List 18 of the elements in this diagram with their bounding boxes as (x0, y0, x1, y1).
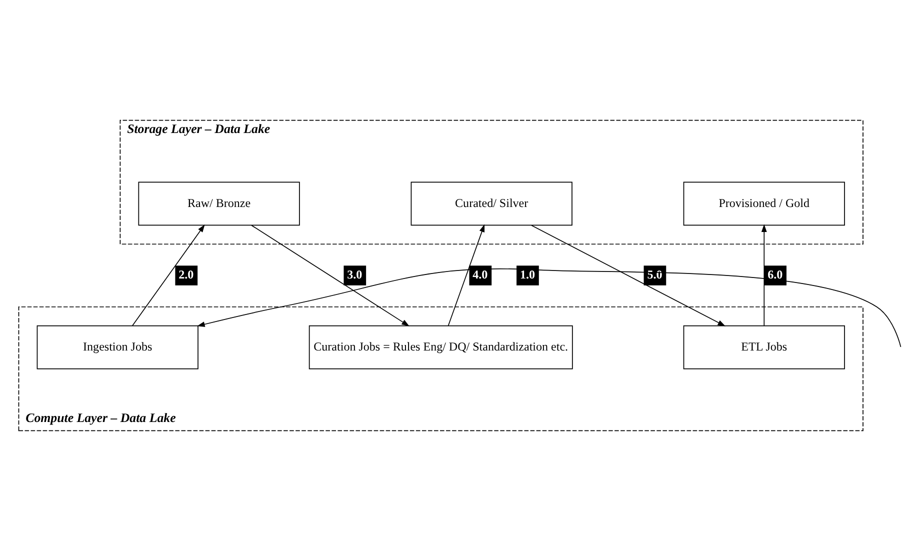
arrow (448, 224, 485, 326)
node-box: Curation Jobs = Rules Eng/ DQ/ Standardization etc. (308, 325, 573, 370)
arrow (531, 224, 726, 326)
node-box: Provisioned / Gold (683, 182, 845, 226)
node-box: Curated/ Silver (410, 182, 572, 226)
edge-label: 2.0 (178, 267, 194, 282)
arrow (132, 224, 205, 326)
arrow (761, 224, 767, 326)
edge-label: 5.0 (647, 267, 662, 282)
edge-label: 3.0 (347, 267, 362, 282)
edge-label: 6.0 (768, 267, 783, 282)
arrow (197, 268, 902, 348)
node-box: ETL Jobs (683, 325, 845, 370)
edge-label: 1.0 (520, 267, 535, 282)
node-box: Raw/ Bronze (138, 182, 300, 226)
arrow (251, 224, 410, 326)
edge-label: 4.0 (472, 267, 488, 282)
node-box: Ingestion Jobs (36, 325, 198, 370)
